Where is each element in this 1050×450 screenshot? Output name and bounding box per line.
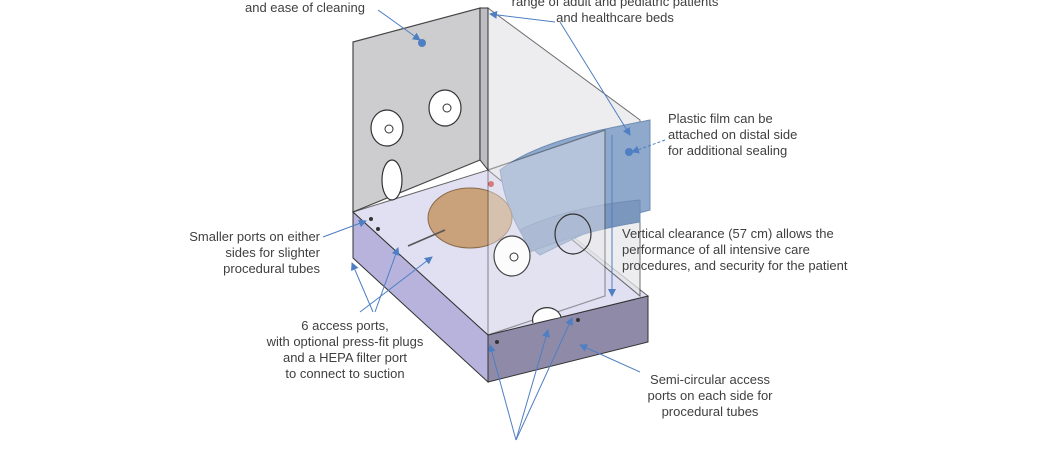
pointer-arrow-icon: [374, 247, 400, 313]
callout-film: Plastic film can be attached on distal s…: [668, 111, 798, 158]
side-panel-transparent: [487, 129, 606, 336]
pointer-arrow-icon: [631, 139, 666, 154]
callout-clearance: Vertical clearance (57 cm) allows the pe…: [622, 226, 848, 273]
pointer-dot: [625, 148, 633, 156]
access-port-icon: [370, 109, 404, 147]
plug-icon: [384, 124, 394, 134]
patient-nose-marker: [488, 181, 494, 187]
plug-icon: [509, 252, 519, 262]
pointer-arrow-icon: [489, 10, 556, 23]
pointer-arrow-icon: [377, 9, 421, 41]
callout-cleaning: and ease of cleaning: [245, 0, 365, 15]
pointer-dot: [418, 39, 426, 47]
pointer-arrow-icon: [515, 317, 573, 441]
pointer-arrow-icon: [351, 262, 374, 313]
callout-access-ports: 6 access ports, with optional press-fit …: [266, 318, 424, 381]
access-port-icon: [381, 159, 403, 201]
pointer-arrow-icon: [515, 329, 550, 441]
callout-smaller-ports: Smaller ports on either sides for slight…: [189, 229, 320, 276]
semicircular-port: [531, 307, 562, 324]
front-panel: [479, 7, 489, 172]
pointer-arrow-icon: [322, 219, 367, 238]
pointer-arrow-icon: [487, 344, 517, 441]
patient-head: [427, 187, 513, 249]
callout-patients: range of adult and pediatric patients an…: [511, 0, 719, 25]
pointer-arrow-icon: [559, 21, 631, 136]
callout-semicircular: Semi-circular access ports on each side …: [647, 372, 773, 419]
procedural-tube: [407, 229, 446, 247]
access-port-icon: [493, 235, 531, 277]
pointer-arrow-icon: [359, 256, 433, 313]
plug-icon: [442, 103, 452, 113]
pointer-arrow-icon: [579, 344, 641, 373]
access-port-icon: [428, 89, 462, 127]
access-port-icon: [554, 213, 592, 255]
patient-arm: [519, 199, 641, 253]
